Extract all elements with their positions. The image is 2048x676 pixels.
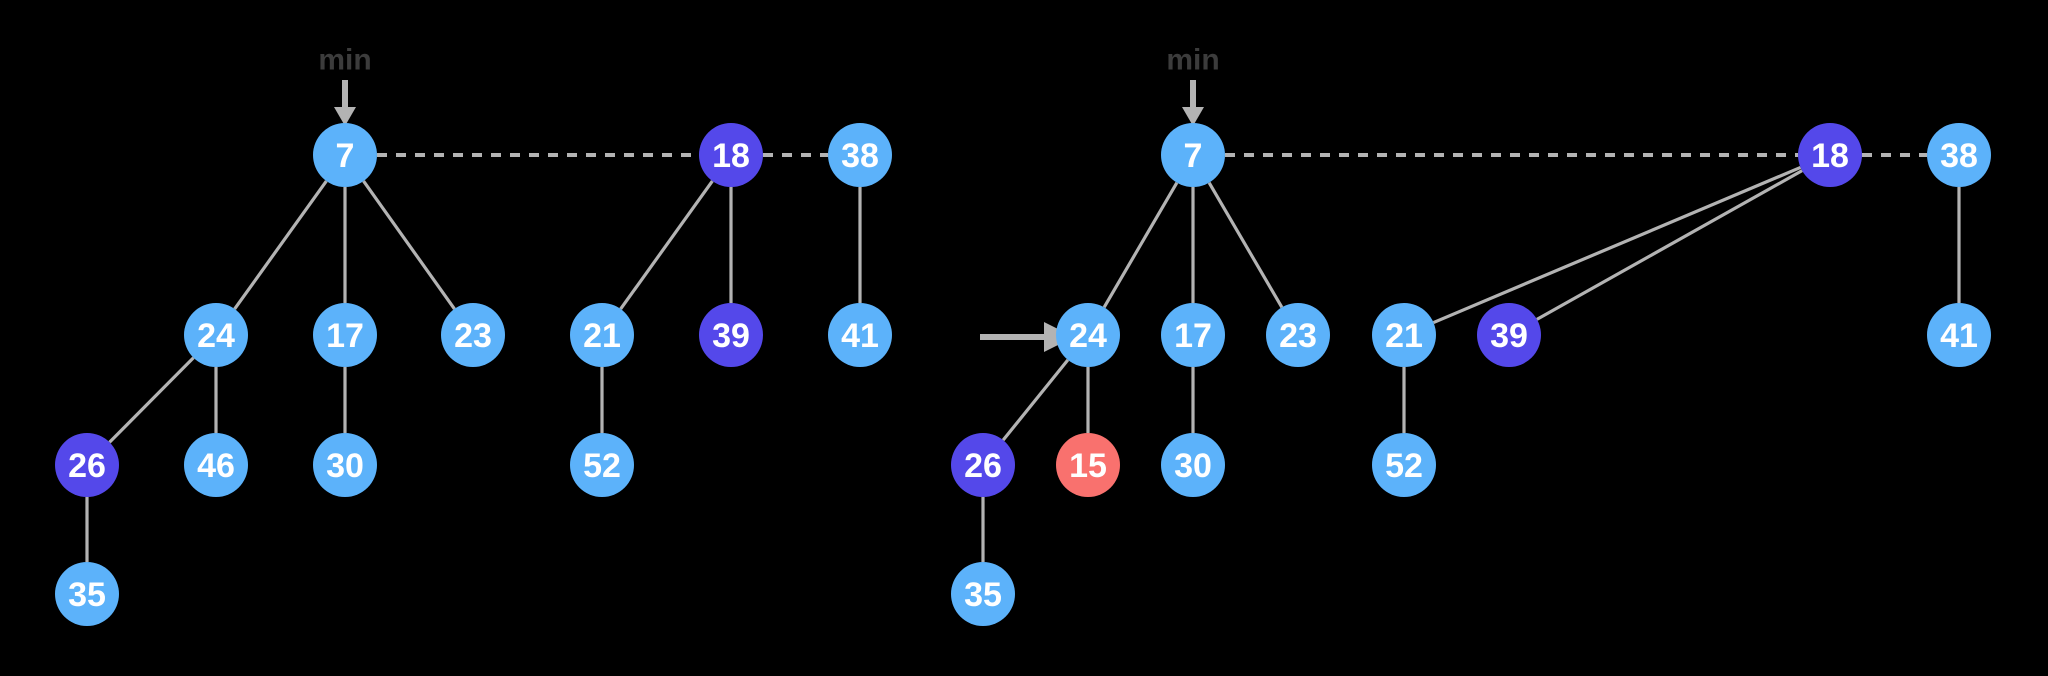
min-pointer-arrow-head: [334, 107, 356, 126]
heap-node[interactable]: 23: [1266, 303, 1330, 367]
heap-node[interactable]: 30: [313, 433, 377, 497]
tree-edge: [108, 356, 195, 444]
heap-node[interactable]: 26: [951, 433, 1015, 497]
node-circle[interactable]: [313, 123, 377, 187]
node-circle[interactable]: [1477, 303, 1541, 367]
node-circle[interactable]: [1161, 123, 1225, 187]
node-circle[interactable]: [828, 303, 892, 367]
heap-node[interactable]: 21: [570, 303, 634, 367]
tree-edge: [619, 180, 714, 310]
node-circle[interactable]: [1266, 303, 1330, 367]
tree-edge: [1102, 181, 1179, 309]
heap-node[interactable]: 21: [1372, 303, 1436, 367]
min-pointers-layer: min min: [318, 44, 1220, 126]
heap-node[interactable]: 24: [184, 303, 248, 367]
heap-node[interactable]: 38: [828, 123, 892, 187]
node-circle[interactable]: [570, 303, 634, 367]
node-circle[interactable]: [951, 562, 1015, 626]
node-circle[interactable]: [1372, 433, 1436, 497]
heap-node[interactable]: 39: [1477, 303, 1541, 367]
node-circle[interactable]: [1056, 303, 1120, 367]
heap-node[interactable]: 38: [1927, 123, 1991, 187]
tree-edge: [1536, 169, 1803, 321]
node-circle[interactable]: [1927, 303, 1991, 367]
node-circle[interactable]: [441, 303, 505, 367]
node-circle[interactable]: [570, 433, 634, 497]
heap-node[interactable]: 30: [1161, 433, 1225, 497]
heap-node[interactable]: 24: [1056, 303, 1120, 367]
heap-node[interactable]: 7: [313, 123, 377, 187]
heap-node[interactable]: 39: [699, 303, 763, 367]
heap-node[interactable]: 7: [1161, 123, 1225, 187]
heap-node[interactable]: 15: [1056, 433, 1120, 497]
edges-layer: [85, 165, 1961, 562]
tree-edge: [233, 180, 328, 310]
tree-edge: [362, 180, 456, 310]
node-circle[interactable]: [699, 303, 763, 367]
heap-node[interactable]: 18: [699, 123, 763, 187]
tree-edge: [1207, 181, 1284, 309]
node-circle[interactable]: [1161, 433, 1225, 497]
node-circle[interactable]: [699, 123, 763, 187]
tree-edge: [1432, 165, 1802, 325]
heap-node[interactable]: 18: [1798, 123, 1862, 187]
node-circle[interactable]: [184, 433, 248, 497]
node-circle[interactable]: [1372, 303, 1436, 367]
heap-node[interactable]: 17: [1161, 303, 1225, 367]
node-circle[interactable]: [1927, 123, 1991, 187]
heap-node[interactable]: 35: [951, 562, 1015, 626]
heap-node[interactable]: 52: [570, 433, 634, 497]
node-circle[interactable]: [951, 433, 1015, 497]
min-pointer-label: min: [318, 44, 371, 77]
heap-node[interactable]: 26: [55, 433, 119, 497]
heap-node[interactable]: 41: [828, 303, 892, 367]
node-circle[interactable]: [1798, 123, 1862, 187]
heap-node[interactable]: 17: [313, 303, 377, 367]
heap-node[interactable]: 52: [1372, 433, 1436, 497]
tree-edge: [1001, 358, 1070, 442]
node-circle[interactable]: [1056, 433, 1120, 497]
node-circle[interactable]: [55, 562, 119, 626]
min-pointer-arrow-head: [1182, 107, 1204, 126]
node-circle[interactable]: [313, 433, 377, 497]
node-circle[interactable]: [313, 303, 377, 367]
heap-node[interactable]: 23: [441, 303, 505, 367]
heap-node[interactable]: 46: [184, 433, 248, 497]
node-circle[interactable]: [828, 123, 892, 187]
node-circle[interactable]: [1161, 303, 1225, 367]
min-pointer-label: min: [1166, 44, 1219, 77]
node-circle[interactable]: [184, 303, 248, 367]
heap-node[interactable]: 35: [55, 562, 119, 626]
heap-node[interactable]: 41: [1927, 303, 1991, 367]
node-circle[interactable]: [55, 433, 119, 497]
